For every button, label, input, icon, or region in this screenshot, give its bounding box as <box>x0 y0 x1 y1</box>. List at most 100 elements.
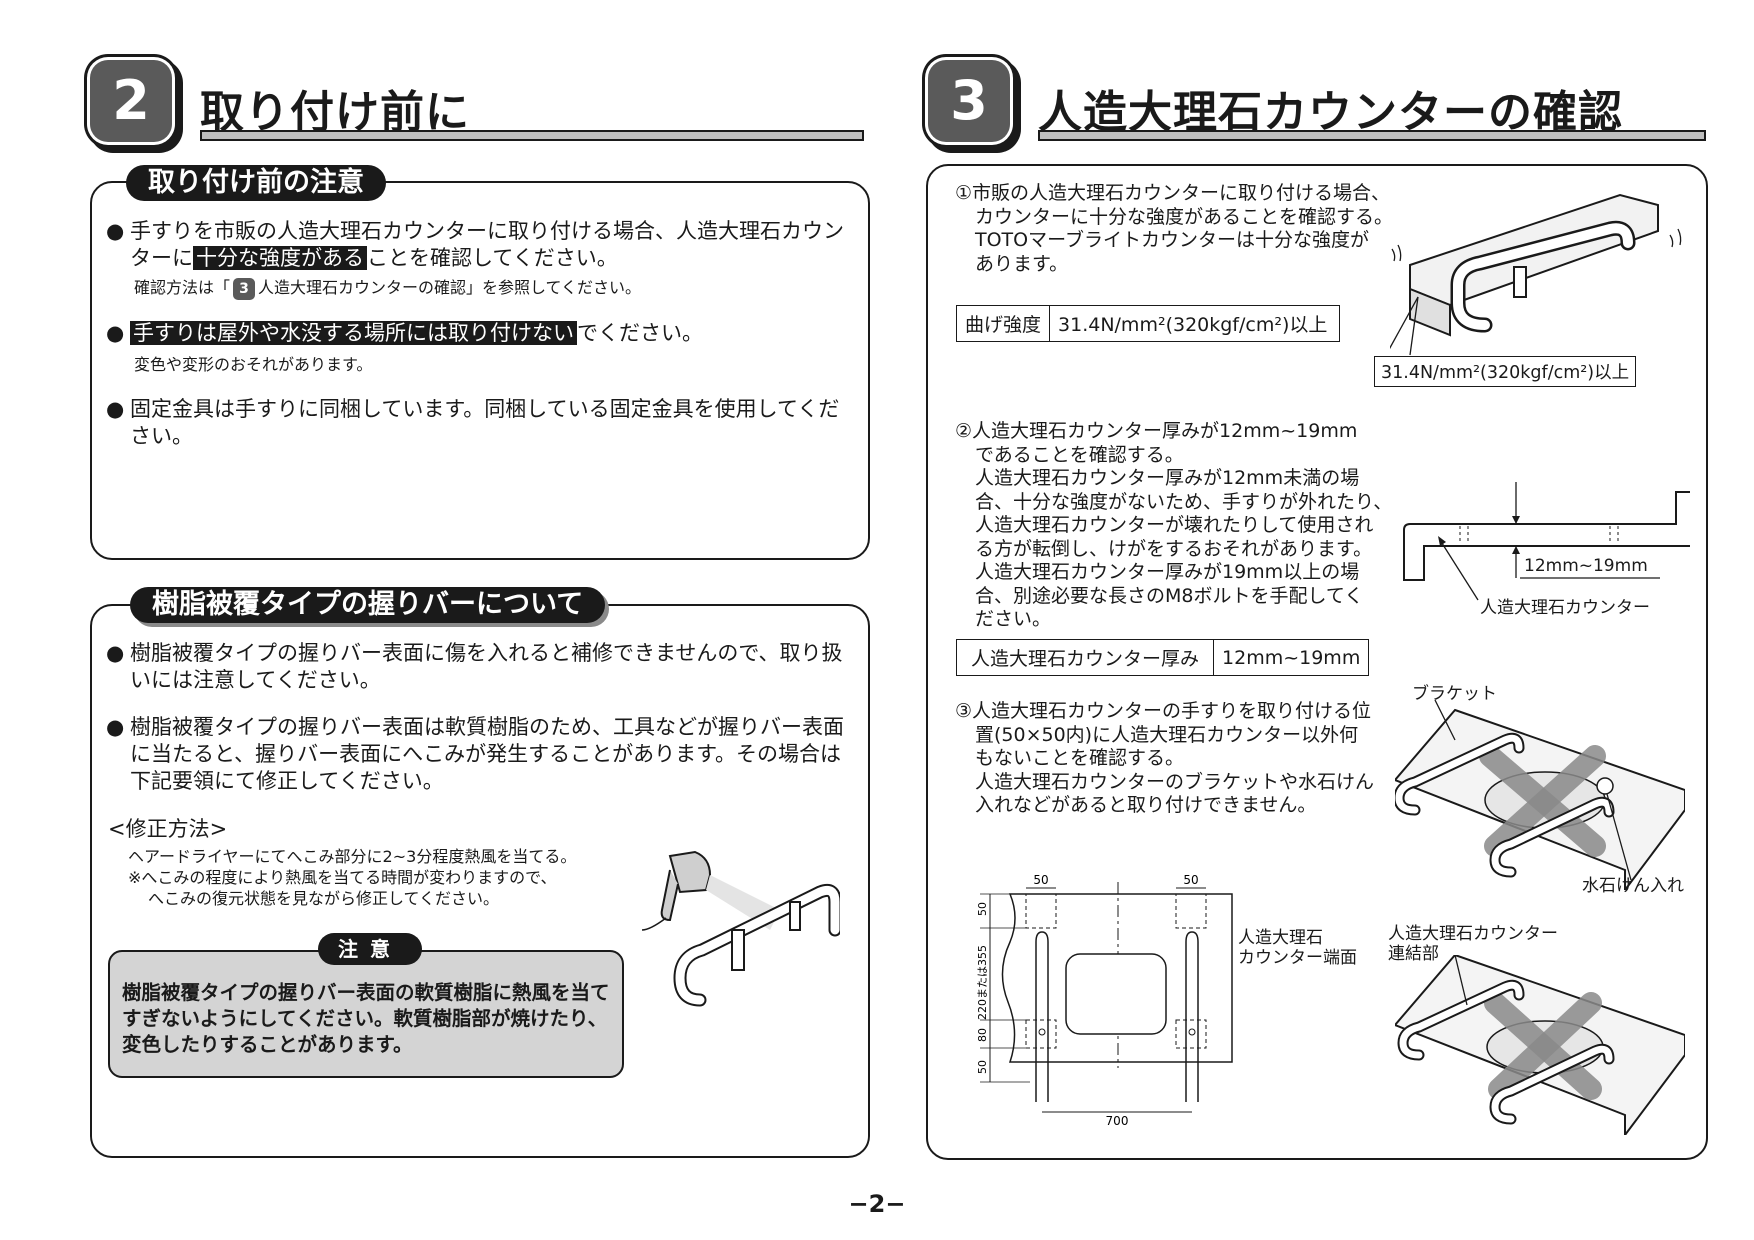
hair-dryer-illustration <box>641 850 840 1007</box>
strength-figure-label: 31.4N/mm²(320kgf/cm²)以上 <box>1374 356 1637 387</box>
leader-line <box>1439 539 1479 601</box>
check-line: もないことを確認する。 <box>975 747 1185 769</box>
check-line: ②人造大理石カウンター厚みが12mm~19mm <box>955 420 1358 442</box>
section-number: 2 <box>112 69 150 132</box>
leader-line <box>1409 296 1419 356</box>
caution-box <box>108 950 624 1078</box>
bullet-icon: ● <box>106 219 125 243</box>
page-number: −2− <box>848 1190 906 1218</box>
bullet-icon: ● <box>106 397 125 421</box>
check-line: 合、十分な強度がないため、手すりが外れたり、 <box>975 490 1393 513</box>
highlight-text: 手すりは屋外や水没する場所には取り付けない <box>130 321 577 345</box>
grab-bar-plan <box>1185 931 1199 1102</box>
bullet-icon: ● <box>106 641 125 665</box>
bar-bracket <box>1513 266 1527 298</box>
check-line: あります。 <box>975 252 1069 275</box>
bar-bracket <box>789 901 801 931</box>
section-title: 人造大理石カウンターの確認 <box>1038 87 1623 138</box>
table-label: 曲げ強度 <box>955 305 1051 342</box>
section-ref-badge: 3 <box>233 278 256 300</box>
check-line: ①市販の人造大理石カウンターに取り付ける場合、 <box>955 182 1391 204</box>
precaution-note-2: 変色や変形のおそれがあります。 <box>134 355 373 374</box>
arrow-head <box>1438 536 1446 546</box>
note-text: 確認方法は「 <box>134 278 231 297</box>
check-line: 人造大理石カウンターのブラケットや水石けん <box>975 770 1375 793</box>
thickness-illustration <box>1403 482 1690 601</box>
table-value: 12mm~19mm <box>1213 639 1370 676</box>
arrow-head <box>1512 546 1520 554</box>
check-line: ださい。 <box>975 608 1052 630</box>
precaution-text: でください。 <box>577 321 703 345</box>
check-line: 置(50×50内)に人造大理石カウンター以外何 <box>975 723 1359 746</box>
cross-mark <box>1484 745 1606 857</box>
table-value: 31.4N/mm²(320kgf/cm²)以上 <box>1049 305 1341 342</box>
grab-bar-fill <box>1491 1045 1613 1123</box>
edge-label: 人造大理石 <box>1238 928 1323 948</box>
check-line: 人造大理石カウンター厚みが12mm未満の場 <box>975 467 1360 489</box>
check-line: 入れなどがあると取り付けできません。 <box>975 794 1317 816</box>
bracket-label: ブラケット <box>1412 684 1497 704</box>
method-line: ヘアードライヤーにてへこみ部分に2~3分程度熱風を当てる。 <box>128 847 577 866</box>
method-line: ※へこみの程度により熱風を当てる時間が変わりますので、 <box>128 868 557 887</box>
grab-bar-fill <box>675 885 840 1005</box>
resin-text: 樹脂被覆タイプの握りバー表面に傷を入れると補修できませんので、取り扱いには注意し… <box>130 641 843 692</box>
grab-bar-fill <box>1453 223 1633 330</box>
bar-bracket <box>731 929 745 971</box>
section-title: 取り付け前に <box>200 87 470 138</box>
precaution-text: 固定金具は手すりに同梱しています。同梱している固定金具を使用してください。 <box>130 397 840 448</box>
joint-label: 連結部 <box>1388 944 1439 964</box>
resin-bar-heading: 樹脂被覆タイプの握りバーについて <box>130 587 606 623</box>
resin-item-2: ● 樹脂被覆タイプの握りバー表面は軟質樹脂のため、工具などが握りバー表面に当たる… <box>106 714 858 795</box>
soap-dispenser-icon <box>1596 777 1614 795</box>
counter-bar-illustration <box>1390 193 1682 356</box>
leader-line <box>1454 955 1468 1006</box>
vibration-mark <box>1669 228 1682 248</box>
precaution-text: 手すりを市販の人造大理石カウンターに取り付ける場合、人造大理石カウンターに <box>130 219 844 270</box>
mount-zone <box>1025 893 1057 929</box>
dryer-cord <box>641 917 667 931</box>
caution-label: 注意 <box>318 933 422 965</box>
check-line: 人造大理石カウンターが壊れたりして使用され <box>975 514 1374 536</box>
joint-label: 人造大理石カウンター <box>1388 924 1558 944</box>
grab-bar-fill <box>1399 981 1523 1059</box>
check-line: カウンターに十分な強度があることを確認する。 <box>975 205 1394 228</box>
leader-line <box>1390 296 1419 350</box>
check-item-2: ②人造大理石カウンター厚みが12mm~19mm であることを確認する。 人造大理… <box>955 420 1392 632</box>
check-line: る方が転倒し、けがをするおそれがあります。 <box>975 537 1373 560</box>
check-line: TOTOマーブライトカウンターは十分な強度が <box>975 229 1369 251</box>
precaution-heading: 取り付け前の注意 <box>126 165 386 201</box>
bolt-hole <box>1038 1028 1046 1036</box>
joint-illustration <box>1395 955 1685 1135</box>
dim-label: 50 <box>1183 873 1198 887</box>
bracket-soap-illustration <box>1395 700 1685 890</box>
precaution-item-2: ● 手すりは屋外や水没する場所には取り付けないでください。 <box>106 320 858 347</box>
precaution-text: ことを確認してください。 <box>367 246 618 270</box>
edge-label: カウンター端面 <box>1238 948 1357 968</box>
dim-label: 220または355 <box>976 945 989 1020</box>
section-number-badge: 2 <box>90 60 172 142</box>
grab-bar-plan <box>1035 931 1049 1102</box>
vibration-mark <box>1391 244 1402 262</box>
mount-zone <box>1175 893 1207 929</box>
counter-label: 人造大理石カウンター <box>1480 598 1650 618</box>
dim-label: 50 <box>1033 873 1048 887</box>
dim-label: 80 <box>976 1028 989 1042</box>
grab-bar-fill <box>1395 734 1523 814</box>
precaution-item-3: ● 固定金具は手すりに同梱しています。同梱している固定金具を使用してください。 <box>106 396 858 450</box>
mount-zone <box>1025 1019 1057 1049</box>
check-line: であることを確認する。 <box>975 443 1184 466</box>
dim-label: 700 <box>1106 1114 1129 1128</box>
arrow-head <box>1512 516 1520 524</box>
dryer-handle <box>660 869 679 922</box>
title-rule <box>1038 130 1706 141</box>
table-label: 人造大理石カウンター厚み <box>955 639 1215 676</box>
counter-profile <box>1403 491 1690 581</box>
bolt-hole <box>1188 1028 1196 1036</box>
mounting-position-drawing: 50 50 50 220または355 80 50 700 <box>976 873 1233 1128</box>
dryer-body <box>668 850 712 894</box>
method-title: <修正方法> <box>108 817 228 841</box>
thickness-dimension-label: 12mm~19mm <box>1524 556 1648 576</box>
leader-line <box>1434 700 1456 741</box>
